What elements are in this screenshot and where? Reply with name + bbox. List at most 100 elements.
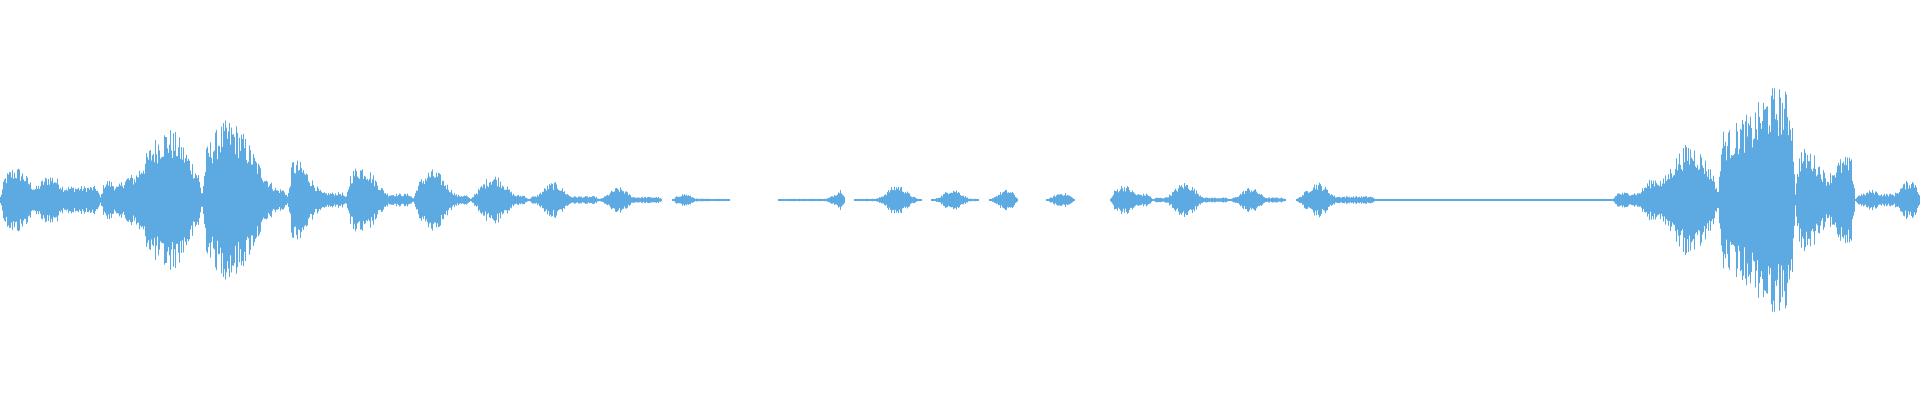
waveform-sample — [455, 195, 456, 205]
waveform-sample — [622, 190, 623, 210]
waveform-sample — [861, 199, 862, 201]
waveform-sample — [1845, 156, 1846, 244]
waveform-sample — [1212, 197, 1213, 203]
waveform-sample — [1114, 190, 1115, 210]
waveform-sample — [181, 146, 182, 254]
waveform-sample — [1247, 188, 1248, 212]
waveform-sample — [1639, 193, 1640, 207]
waveform-sample — [856, 199, 857, 201]
waveform-sample — [1148, 195, 1149, 205]
waveform-sample — [1777, 120, 1778, 280]
waveform-sample — [1576, 199, 1577, 201]
waveform-sample — [1343, 196, 1344, 204]
waveform-sample — [707, 198, 708, 202]
waveform-sample — [100, 197, 101, 203]
waveform-sample — [182, 159, 183, 241]
waveform-sample — [392, 195, 393, 205]
waveform-sample — [1002, 192, 1003, 208]
waveform-sample — [1481, 199, 1482, 201]
waveform-sample — [1661, 186, 1662, 214]
waveform-sample — [147, 157, 148, 243]
waveform-sample — [1760, 123, 1761, 277]
waveform-sample — [700, 198, 701, 202]
waveform-sample — [162, 157, 163, 243]
waveform-sample — [832, 196, 833, 204]
waveform-sample — [956, 190, 957, 210]
waveform-sample — [712, 198, 713, 202]
waveform-sample — [993, 198, 994, 202]
waveform-sample — [465, 196, 466, 204]
waveform-sample — [1314, 184, 1315, 216]
waveform-sample — [1354, 197, 1355, 203]
waveform-sample — [1748, 123, 1749, 277]
waveform-sample — [843, 195, 844, 205]
waveform-sample — [895, 190, 896, 210]
waveform-sample — [1125, 191, 1126, 209]
waveform-sample — [206, 148, 207, 252]
waveform-sample — [1319, 182, 1320, 218]
waveform-sample — [946, 192, 947, 208]
waveform-sample — [185, 158, 186, 242]
waveform-sample — [1182, 187, 1183, 213]
waveform-sample — [1516, 199, 1517, 201]
waveform-sample — [1121, 186, 1122, 214]
waveform-sample — [49, 184, 50, 216]
waveform-sample — [1228, 199, 1229, 201]
waveform-sample — [579, 196, 580, 204]
waveform-sample — [1013, 193, 1014, 207]
waveform-sample — [64, 190, 65, 210]
waveform-sample — [96, 190, 97, 210]
waveform-sample — [1610, 199, 1611, 201]
waveform-sample — [1833, 175, 1834, 225]
waveform-sample — [955, 192, 956, 208]
waveform-sample — [1172, 192, 1173, 208]
waveform-sample — [457, 196, 458, 204]
waveform-sample — [1453, 199, 1454, 201]
waveform-sample — [660, 198, 661, 202]
waveform-sample — [1203, 197, 1204, 203]
waveform-sample — [358, 177, 359, 223]
waveform-sample — [531, 197, 532, 203]
waveform-sample — [1451, 199, 1452, 201]
waveform-sample — [835, 195, 836, 205]
waveform-sample — [1238, 196, 1239, 204]
waveform-sample — [1598, 199, 1599, 201]
waveform-sample — [4, 179, 5, 221]
waveform-sample — [513, 193, 514, 207]
waveform-sample — [45, 177, 46, 223]
waveform-sample — [1399, 199, 1400, 201]
waveform-sample — [1064, 195, 1065, 205]
waveform-sample — [1455, 199, 1456, 201]
waveform-sample — [72, 188, 73, 212]
waveform-sample — [483, 184, 484, 216]
waveform-sample — [1649, 179, 1650, 221]
waveform-sample — [655, 197, 656, 203]
waveform-sample — [1195, 193, 1196, 207]
waveform-sample — [573, 197, 574, 203]
waveform-sample — [726, 199, 727, 201]
waveform-sample — [794, 198, 795, 202]
waveform-sample — [823, 199, 824, 201]
waveform-sample — [1893, 195, 1894, 205]
waveform-sample — [1302, 195, 1303, 205]
waveform-sample — [1710, 169, 1711, 231]
waveform-sample — [949, 193, 950, 207]
waveform-sample — [1831, 182, 1832, 218]
waveform-sample — [1779, 89, 1780, 311]
waveform-sample — [1909, 185, 1910, 215]
waveform-sample — [1398, 199, 1399, 201]
waveform-sample — [367, 178, 368, 222]
waveform-sample — [1366, 196, 1367, 204]
waveform-sample — [1458, 199, 1459, 201]
waveform-sample — [636, 198, 637, 202]
waveform-sample — [1817, 174, 1818, 226]
waveform-sample — [490, 181, 491, 219]
waveform-sample — [1790, 129, 1791, 271]
waveform-sample — [1145, 195, 1146, 205]
waveform-sample — [1505, 199, 1506, 201]
waveform-sample — [507, 186, 508, 214]
waveform-sample — [1615, 196, 1616, 204]
waveform-sample — [683, 195, 684, 205]
waveform-sample — [1342, 196, 1343, 204]
waveform-sample — [287, 196, 288, 204]
